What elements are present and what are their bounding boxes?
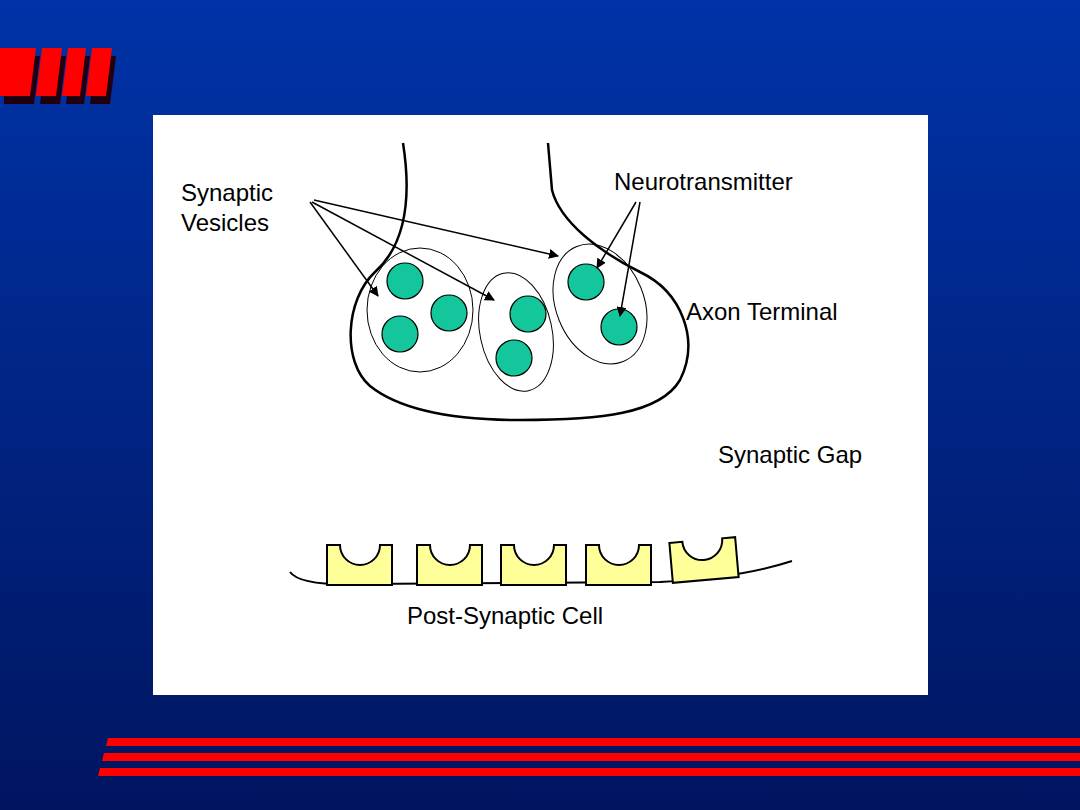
part-label: Neurotransmitter (614, 167, 793, 197)
neurotransmitter-molecules (382, 263, 637, 376)
diagram-panel (153, 115, 928, 695)
corner-bars (0, 48, 116, 104)
part-label: Synaptic Gap (718, 440, 862, 470)
part-label: Synaptic Vesicles (181, 178, 311, 238)
part-label: Axon Terminal (686, 297, 838, 327)
footer-stripes (98, 738, 1080, 776)
receptors (327, 537, 739, 585)
part-label: Post-Synaptic Cell (407, 601, 603, 631)
leader-arrows (310, 200, 640, 316)
